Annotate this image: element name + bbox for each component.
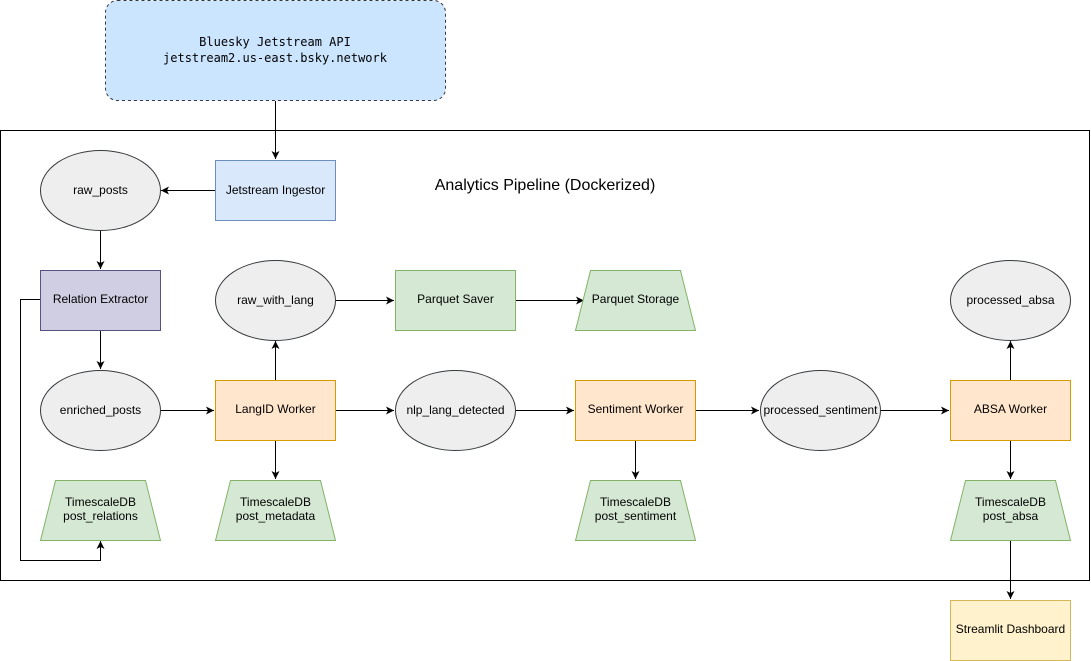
topic-raw-with-lang[interactable]: raw_with_lang: [215, 260, 336, 341]
parquet-saver-label: Parquet Saver: [417, 292, 494, 306]
db-post-relations-node[interactable]: TimescaleDB post_relations: [39, 480, 162, 541]
edge-extractor-to-relations: [20, 299, 105, 561]
pipeline-title: Analytics Pipeline (Dockerized): [435, 177, 656, 194]
sentiment-worker-node[interactable]: Sentiment Worker: [575, 380, 696, 441]
dashboard-node[interactable]: Streamlit Dashboard: [950, 600, 1071, 661]
api-host: jetstream2.us-east.bsky.network: [163, 51, 388, 65]
db-post-metadata-table: post_metadata: [236, 509, 316, 523]
db-post-relations-db: TimescaleDB: [65, 495, 136, 509]
topic-nlp-lang-detected[interactable]: nlp_lang_detected: [395, 370, 516, 451]
topic-raw-posts-label: raw_posts: [73, 183, 128, 197]
topic-processed-absa-label: processed_absa: [966, 293, 1054, 307]
langid-worker-node[interactable]: LangID Worker: [215, 380, 336, 441]
pipeline-container: [0, 130, 1090, 581]
langid-worker-label: LangID Worker: [235, 402, 315, 416]
db-post-sentiment-table: post_sentiment: [595, 509, 677, 523]
db-post-sentiment-db: TimescaleDB: [600, 495, 671, 509]
topic-raw-with-lang-label: raw_with_lang: [237, 293, 314, 307]
relation-extractor-label: Relation Extractor: [53, 292, 148, 306]
db-post-metadata-db: TimescaleDB: [240, 495, 311, 509]
edges: [20, 101, 1015, 599]
api-name: Bluesky Jetstream API: [199, 35, 351, 49]
db-post-sentiment-node[interactable]: TimescaleDB post_sentiment: [574, 480, 697, 541]
topic-nlp-lang-detected-label: nlp_lang_detected: [406, 403, 504, 417]
dashboard-label: Streamlit Dashboard: [956, 622, 1065, 636]
topic-processed-sentiment-label: processed_sentiment: [763, 403, 878, 417]
topic-enriched-posts[interactable]: enriched_posts: [40, 370, 161, 451]
ingestor-node[interactable]: Jetstream Ingestor: [215, 160, 336, 221]
parquet-storage-node[interactable]: Parquet Storage: [574, 270, 697, 331]
topic-processed-absa[interactable]: processed_absa: [950, 260, 1071, 341]
topic-processed-sentiment[interactable]: processed_sentiment: [760, 370, 881, 451]
topic-enriched-posts-label: enriched_posts: [60, 403, 141, 417]
relation-extractor-node[interactable]: Relation Extractor: [40, 270, 161, 331]
absa-worker-node[interactable]: ABSA Worker: [950, 380, 1071, 441]
db-post-relations-table: post_relations: [63, 509, 138, 523]
parquet-storage-label: Parquet Storage: [592, 292, 680, 306]
parquet-saver-node[interactable]: Parquet Saver: [395, 270, 516, 331]
db-post-metadata-node[interactable]: TimescaleDB post_metadata: [214, 480, 337, 541]
topic-raw-posts[interactable]: raw_posts: [40, 150, 161, 231]
db-post-absa-db: TimescaleDB: [975, 495, 1046, 509]
ingestor-label: Jetstream Ingestor: [226, 183, 325, 197]
db-post-absa-table: post_absa: [983, 509, 1039, 523]
api-node[interactable]: Bluesky Jetstream API jetstream2.us-east…: [105, 0, 446, 101]
db-post-absa-node[interactable]: TimescaleDB post_absa: [949, 480, 1072, 541]
absa-worker-label: ABSA Worker: [974, 402, 1047, 416]
sentiment-worker-label: Sentiment Worker: [588, 402, 684, 416]
